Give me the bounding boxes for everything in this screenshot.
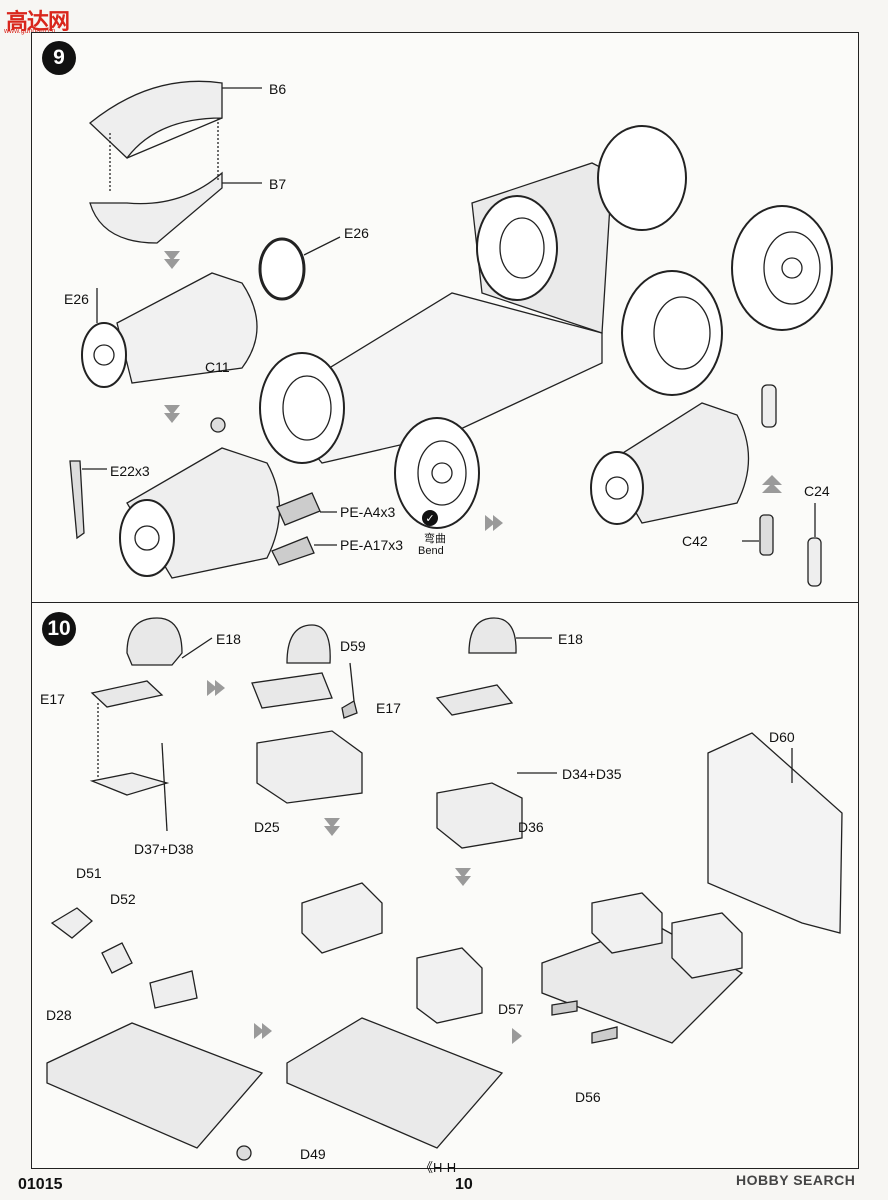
part-label-e17-a: E17 (40, 691, 65, 707)
logo-url-text: www.gundam.cn (4, 28, 56, 35)
part-label-d34-d35: D34+D35 (562, 766, 622, 782)
part-label-d57: D57 (498, 1001, 524, 1017)
part-label-d59: D59 (340, 638, 366, 654)
part-label-c42: C42 (682, 533, 708, 549)
site-logo: 高达网 www.gundam.cn (4, 4, 70, 38)
part-label-e18-b: E18 (558, 631, 583, 647)
step-10-number: 10 (42, 612, 76, 646)
part-label-e26-top: E26 (344, 225, 369, 241)
part-label-d36: D36 (518, 819, 544, 835)
step-9-panel: 9 B6 B7 E26 E26 C11 E22x3 PE-A4x3 PE-A17… (31, 32, 859, 603)
part-label-d56: D56 (575, 1089, 601, 1105)
step-9-number: 9 (42, 41, 76, 75)
part-label-d28: D28 (46, 1007, 72, 1023)
step-9-illustration (69, 80, 833, 587)
part-label-b7: B7 (269, 176, 287, 192)
part-label-b6: B6 (269, 81, 287, 97)
part-label-e26-left: E26 (64, 291, 89, 307)
step-10-illustration (46, 617, 843, 1161)
kit-code: 01015 (18, 1176, 63, 1193)
part-label-d51: D51 (76, 865, 102, 881)
bend-label-chinese: 弯曲 (424, 533, 446, 545)
part-label-d25: D25 (254, 819, 280, 835)
hobby-search-watermark: HOBBY SEARCH (736, 1172, 856, 1188)
bend-label-english: Bend (418, 545, 444, 557)
part-label-d49: D49 (300, 1146, 326, 1162)
page-number: 10 (455, 1176, 473, 1193)
logo-chinese-text: 高达网 (6, 9, 70, 34)
part-label-c11: C11 (205, 359, 230, 375)
part-label-pe-a17: PE-A17x3 (340, 537, 404, 553)
part-label-e18-a: E18 (216, 631, 241, 647)
bend-icon: ✓ (422, 510, 438, 526)
part-label-d37-d38: D37+D38 (134, 841, 194, 857)
part-label-d52: D52 (110, 891, 136, 907)
step-10-panel: 10 E18 E17 D37+D38 D59 D25 E18 E17 D34+D… (31, 603, 859, 1169)
part-label-d60: D60 (769, 729, 795, 745)
section-marker-hh: 《H-H (420, 1160, 457, 1175)
part-label-pe-a4: PE-A4x3 (340, 504, 396, 520)
part-label-e22: E22x3 (110, 463, 150, 479)
part-label-e17-b: E17 (376, 700, 401, 716)
part-label-c24: C24 (804, 483, 830, 499)
